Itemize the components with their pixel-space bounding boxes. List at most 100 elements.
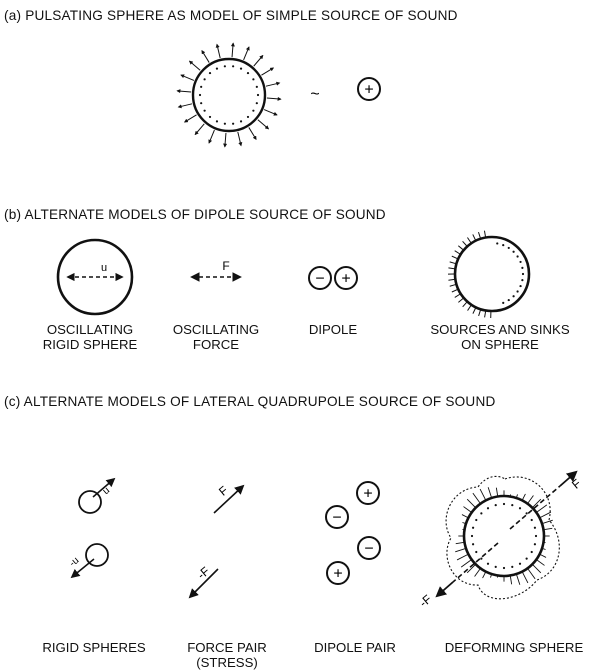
surface-dot bbox=[200, 102, 202, 104]
lower-force-label: -F bbox=[195, 564, 213, 582]
sink-hatch-mark bbox=[473, 308, 476, 313]
surface-dot bbox=[487, 563, 489, 565]
deformation-hatch-mark bbox=[517, 575, 520, 585]
source-dot bbox=[516, 290, 518, 292]
sink-hatch-mark bbox=[467, 237, 470, 242]
deformation-hatch-mark bbox=[510, 576, 511, 584]
surface-dot bbox=[216, 120, 218, 122]
source-dot bbox=[512, 251, 514, 253]
surface-dot bbox=[495, 566, 497, 568]
surface-dot bbox=[247, 116, 249, 118]
dipole-pair-sign-upper-plus: + bbox=[363, 486, 372, 503]
radial-arrow bbox=[209, 130, 214, 143]
radial-arrow bbox=[185, 115, 197, 122]
radial-arrow bbox=[258, 120, 269, 129]
sink-hatch-mark bbox=[448, 279, 454, 280]
source-dot bbox=[519, 261, 521, 263]
sink-hatch-mark bbox=[485, 311, 486, 317]
radial-arrow bbox=[249, 127, 256, 139]
radial-arrow bbox=[177, 91, 191, 92]
sink-hatch-mark bbox=[463, 241, 467, 245]
radial-arrow bbox=[178, 104, 192, 107]
deformation-hatch-mark bbox=[463, 507, 470, 512]
surface-dot bbox=[209, 116, 211, 118]
surface-dot bbox=[209, 72, 211, 74]
surface-dot bbox=[495, 504, 497, 506]
surface-dot bbox=[224, 123, 226, 125]
deformation-hatch-mark bbox=[467, 499, 475, 507]
deformation-hatch-mark bbox=[528, 495, 533, 502]
deformation-hatch-mark bbox=[488, 487, 491, 497]
deforming-sphere-dots bbox=[471, 503, 537, 569]
dipole-pair-sign-upper-minus: − bbox=[332, 510, 341, 527]
lower-stress-arrow bbox=[437, 582, 453, 596]
surface-dot bbox=[535, 535, 537, 537]
sources-sinks-sphere-outline bbox=[455, 237, 529, 311]
lower-stress-label: -F bbox=[417, 592, 435, 610]
deformation-hatch-mark bbox=[483, 573, 486, 579]
surface-dot bbox=[199, 94, 201, 96]
deformation-hatch-mark bbox=[461, 560, 471, 567]
source-dot bbox=[502, 244, 504, 246]
surface-dot bbox=[526, 512, 528, 514]
surface-dot bbox=[475, 551, 477, 553]
deformation-hatch-mark bbox=[537, 560, 544, 565]
deformation-hatch-mark bbox=[475, 569, 480, 576]
source-dot bbox=[521, 279, 523, 281]
equivalence-symbol: ~ bbox=[310, 86, 319, 103]
radial-arrow bbox=[264, 110, 277, 115]
oscillating-rigid-sphere: u bbox=[58, 240, 132, 314]
radial-arrow bbox=[202, 51, 209, 63]
deformation-hatch-mark bbox=[537, 505, 547, 512]
deformation-hatch-mark bbox=[480, 489, 485, 499]
deformation-hatching bbox=[455, 487, 553, 585]
sink-hatch-mark bbox=[478, 232, 480, 238]
surface-dot bbox=[503, 503, 505, 505]
surface-dot bbox=[204, 110, 206, 112]
source-dot bbox=[521, 267, 523, 269]
upper-sphere-label-u: u bbox=[101, 485, 112, 497]
sink-hatch-mark bbox=[468, 306, 471, 311]
deformation-hatch-mark bbox=[544, 528, 552, 529]
surface-dot bbox=[472, 543, 474, 545]
upper-stress-line bbox=[510, 486, 560, 529]
radial-arrow bbox=[195, 124, 204, 135]
surface-dot bbox=[256, 86, 258, 88]
radial-arrow bbox=[261, 68, 273, 75]
source-dot bbox=[508, 299, 510, 301]
radial-arrow bbox=[266, 83, 280, 86]
deformation-hatch-mark bbox=[523, 494, 526, 500]
sink-hatch-mark bbox=[458, 299, 463, 303]
dipole-minus-sign: − bbox=[315, 271, 324, 288]
source-dot bbox=[502, 302, 504, 304]
deformation-hatch-mark bbox=[528, 569, 535, 579]
deformation-hatch-mark bbox=[490, 575, 491, 578]
deformation-hatch-mark bbox=[496, 488, 497, 496]
upper-stress-label: F bbox=[569, 476, 584, 491]
deformation-hatch-mark bbox=[455, 549, 465, 552]
oscillating-force: F bbox=[192, 259, 240, 277]
source-dot bbox=[516, 255, 518, 257]
sink-hatch-mark bbox=[450, 285, 456, 287]
surface-dot bbox=[519, 563, 521, 565]
undeformed-sphere-outline bbox=[464, 496, 544, 576]
upper-rigid-sphere bbox=[79, 491, 101, 513]
pulsating-sphere-dots bbox=[199, 65, 259, 125]
sink-hatch-mark bbox=[473, 234, 476, 239]
radial-arrow bbox=[217, 44, 220, 58]
surface-dot bbox=[232, 65, 234, 67]
sink-hatch-mark bbox=[458, 246, 463, 250]
force-pair: F -F bbox=[190, 483, 243, 597]
surface-dot bbox=[257, 94, 259, 96]
source-dot bbox=[512, 295, 514, 297]
radial-arrow bbox=[238, 132, 241, 146]
sink-hatch-mark bbox=[450, 262, 456, 264]
surface-dot bbox=[200, 86, 202, 88]
source-plus-sign: + bbox=[364, 82, 373, 99]
surface-dot bbox=[252, 110, 254, 112]
sink-hatch-mark bbox=[463, 302, 467, 306]
dipole-pair-sign-lower-minus: − bbox=[364, 541, 373, 558]
radial-arrow bbox=[254, 56, 263, 67]
lower-sphere-label-neg-u: -u bbox=[67, 555, 81, 569]
